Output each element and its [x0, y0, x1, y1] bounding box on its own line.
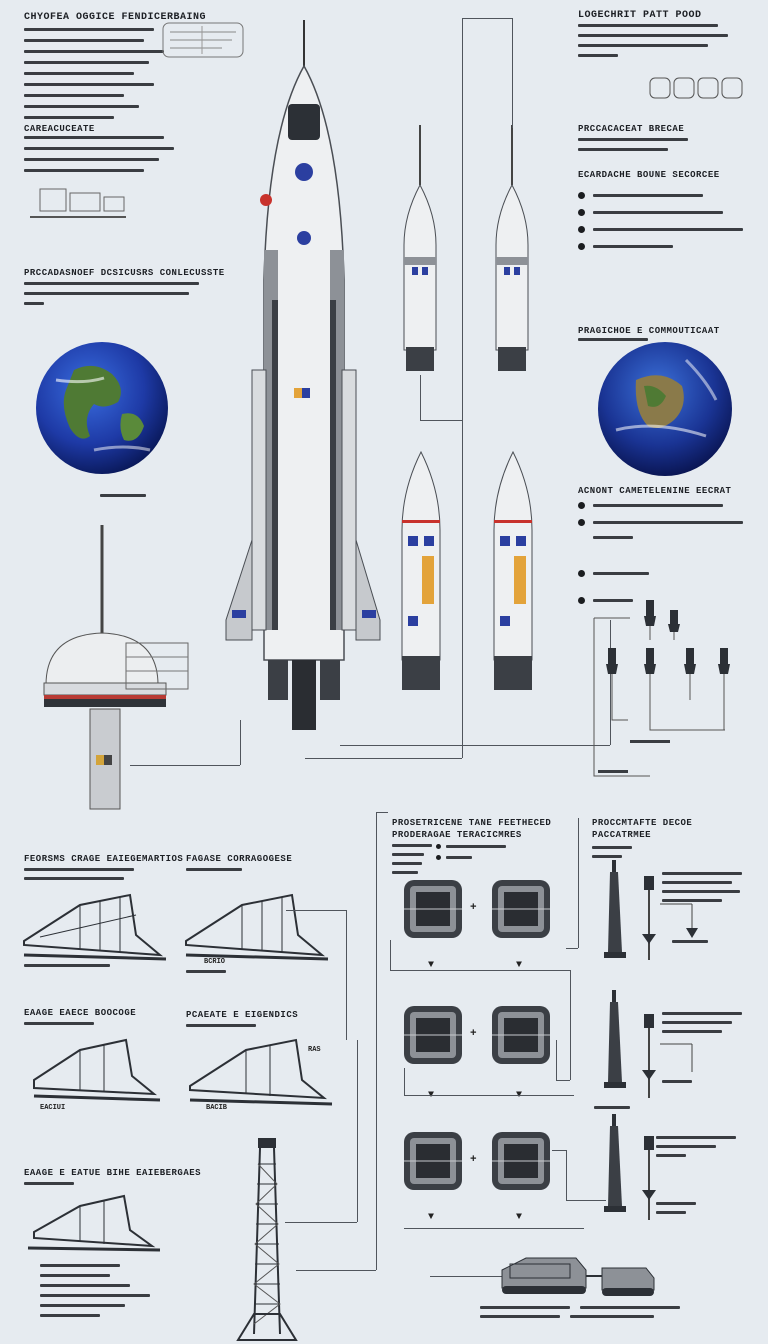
tower-caption [594, 1106, 630, 1109]
section-3-title: PRCCADASNOEF DCSICUSRS CONLECUSSTE [24, 268, 225, 278]
booster-icon [493, 450, 533, 690]
bullet-icon [578, 226, 585, 233]
engine-canister-icon [492, 1132, 550, 1190]
top-left-text [24, 28, 164, 127]
bullet-icon [578, 502, 585, 509]
bottom-left-1-title: FEORSMS CRAGE EAIEGEMARTIOS [24, 854, 184, 864]
launch-gantry-icon [27, 1194, 161, 1252]
bottom-left-2-text [186, 868, 242, 871]
booster-icon [401, 450, 441, 690]
launch-gantry-icon [33, 1038, 161, 1102]
right-1-title: PRCCACACEAT BRECAE [578, 124, 685, 134]
launch-gantry-icon [189, 1038, 333, 1106]
bottom-left-5-text [24, 1182, 74, 1185]
caption-a: BCRIO [204, 958, 226, 966]
slim-tower-icon [604, 1114, 626, 1212]
right-5-list [578, 570, 649, 604]
valve-detail-1-text [662, 872, 742, 902]
right-4-title: ACNONT CAMETELENINE EECRAT [578, 486, 732, 496]
bullet-icon [578, 519, 585, 526]
plus-icon: + [470, 1154, 477, 1166]
bullet-icon [436, 855, 441, 860]
engine-canister-icon [492, 880, 550, 938]
bullet-icon [578, 243, 585, 250]
schematic-sketch-icon [162, 22, 244, 58]
nozzle-tree-diagram [593, 600, 730, 777]
down-arrow-icon: ▼ [516, 960, 523, 971]
launch-gantry-icon [23, 893, 167, 961]
valve-icon [642, 1014, 693, 1098]
plus-icon: + [470, 902, 477, 914]
valve-icon [642, 1136, 656, 1220]
mid-bullet-list [436, 844, 506, 866]
down-arrow-icon: ▼ [428, 1212, 435, 1223]
earth-globe-icon [598, 342, 732, 476]
engine-canister-icon [404, 1132, 462, 1190]
bottom-left-3-title: EAAGE EAECE BOOCOGE [24, 1008, 137, 1018]
bottom-left-5-title: EAAGE E EATUE BIHE EAIEBERGAES [24, 1168, 202, 1178]
booster-icon [495, 125, 529, 371]
launch-tower-icon [236, 1138, 298, 1341]
down-arrow-icon: ▼ [428, 960, 435, 971]
right-bottom-text [592, 846, 632, 858]
right-4-list [578, 502, 743, 539]
caption-d: RAS [308, 1046, 321, 1054]
crawler-vehicle-icon [501, 1257, 655, 1296]
launch-gantry-icon [185, 893, 329, 961]
section-3-text [24, 282, 199, 312]
section-2-text [24, 136, 174, 180]
top-right-text [578, 24, 728, 64]
module-capsules-icon [649, 77, 743, 99]
down-arrow-icon: ▼ [516, 1212, 523, 1223]
right-2-list [578, 192, 743, 260]
mid-title-a: PROSETRICENE TANE FEETHECED [392, 818, 552, 828]
caption-b: EACIUI [40, 1104, 66, 1112]
valve-detail-3-text [656, 1136, 736, 1157]
caption-c: BACIB [206, 1104, 228, 1112]
engine-canister-icon [404, 1006, 462, 1064]
bullet-icon [578, 597, 585, 604]
right-2-title: ECARDACHE BOUNE SECORCEE [578, 170, 720, 180]
bottom-left-4-title: PCAEATE E EIGENDICS [186, 1010, 299, 1020]
bullet-icon [578, 209, 585, 216]
launch-pad-icon [43, 525, 189, 810]
crawler-caption [480, 1306, 680, 1318]
booster-icon [403, 125, 437, 371]
engine-canister-icon [492, 1006, 550, 1064]
top-right-title: LOGECHRIT PATT POOD [578, 10, 702, 21]
valve-detail-3-caption [656, 1202, 696, 1214]
top-left-title: CHYOFEA OGGICE FENDICERBAING [24, 12, 207, 23]
slim-tower-icon [604, 860, 626, 958]
valve-icon [642, 876, 698, 960]
earth-left-caption [100, 494, 146, 497]
bullet-icon [578, 570, 585, 577]
mid-title-c: PROCCMTAFTE DECOE [592, 818, 693, 828]
right-1-text [578, 138, 688, 158]
section-2-title: CAREACUCEATE [24, 124, 95, 134]
bottom-left-3-text [24, 1022, 94, 1025]
mid-title-b: PRODERAGAE TERACICMRES [392, 830, 522, 840]
mid-title-d: PACCATRMEE [592, 830, 652, 840]
earth-globe-icon [36, 342, 168, 474]
bottom-left-5-list [40, 1264, 150, 1317]
engine-canister-icon [404, 880, 462, 938]
valve-detail-2-text [662, 1012, 742, 1033]
right-3-text [578, 338, 648, 348]
valve-detail-1-caption [672, 940, 708, 943]
rocket-icon [225, 20, 381, 730]
plus-icon: + [470, 1028, 477, 1040]
right-3-title: PRAGICHOE E COMMOUTICAAT [578, 326, 720, 336]
valve-detail-2-caption [662, 1080, 692, 1083]
bottom-left-4-text [186, 1024, 256, 1027]
bullet-icon [578, 192, 585, 199]
bottom-left-2-title: FAGASE CORRAGOGESE [186, 854, 293, 864]
mid-text-list [392, 844, 432, 874]
bottom-left-1-caption [24, 964, 110, 967]
caption-a-line [186, 970, 226, 973]
component-sketch-icon [30, 188, 126, 218]
bottom-left-1-text [24, 868, 134, 880]
slim-tower-icon [604, 990, 626, 1088]
bullet-icon [436, 844, 441, 849]
